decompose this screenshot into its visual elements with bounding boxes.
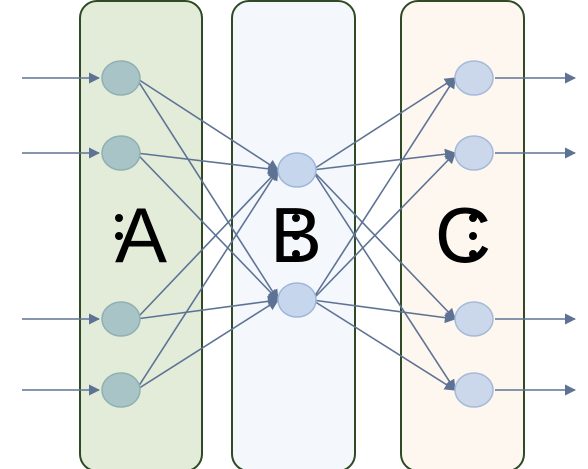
- node-c3: [454, 301, 494, 337]
- ellipsis-dot: [469, 250, 477, 258]
- column-c-nodes: [454, 60, 494, 408]
- node-b2: [277, 282, 317, 318]
- input-arrows: [22, 72, 101, 396]
- column-a-box: [79, 0, 203, 469]
- node-a4: [101, 372, 141, 408]
- column-c-box: [400, 0, 525, 469]
- ellipsis-dots: [115, 214, 477, 258]
- column-c-label: C: [435, 191, 491, 279]
- connection-line: [136, 295, 280, 320]
- connection-line: [135, 169, 279, 320]
- ellipsis-dot: [115, 214, 123, 222]
- ellipsis-dot: [469, 214, 477, 222]
- node-c2: [454, 135, 494, 171]
- connection-line: [136, 152, 280, 175]
- ellipsis-dot: [292, 214, 300, 222]
- node-c4: [454, 372, 494, 408]
- connection-line: [311, 169, 456, 320]
- connection-line: [135, 152, 279, 301]
- column-b-nodes: [277, 152, 317, 318]
- connection-line: [311, 152, 456, 301]
- ellipsis-dot: [292, 232, 300, 240]
- column-b-label: B: [270, 191, 322, 279]
- node-a3: [101, 301, 141, 337]
- connection-line: [311, 77, 456, 171]
- connection-edges: [135, 77, 457, 391]
- connection-line: [312, 299, 457, 324]
- ellipsis-dot: [469, 232, 477, 240]
- connection-line: [135, 299, 279, 391]
- node-b1: [277, 152, 317, 188]
- column-a-nodes: [101, 60, 141, 408]
- output-arrows: [495, 72, 577, 396]
- connection-line: [312, 148, 457, 171]
- ellipsis-dot: [115, 232, 123, 240]
- column-a-label: A: [115, 191, 167, 279]
- node-c1: [454, 60, 494, 96]
- connection-line: [311, 299, 456, 391]
- connection-line: [311, 169, 456, 391]
- connection-line: [135, 77, 279, 171]
- connection-line: [135, 77, 279, 301]
- ellipsis-dot: [292, 250, 300, 258]
- node-a2: [101, 135, 141, 171]
- connection-line: [311, 77, 456, 301]
- connection-line: [135, 169, 279, 391]
- node-a1: [101, 60, 141, 96]
